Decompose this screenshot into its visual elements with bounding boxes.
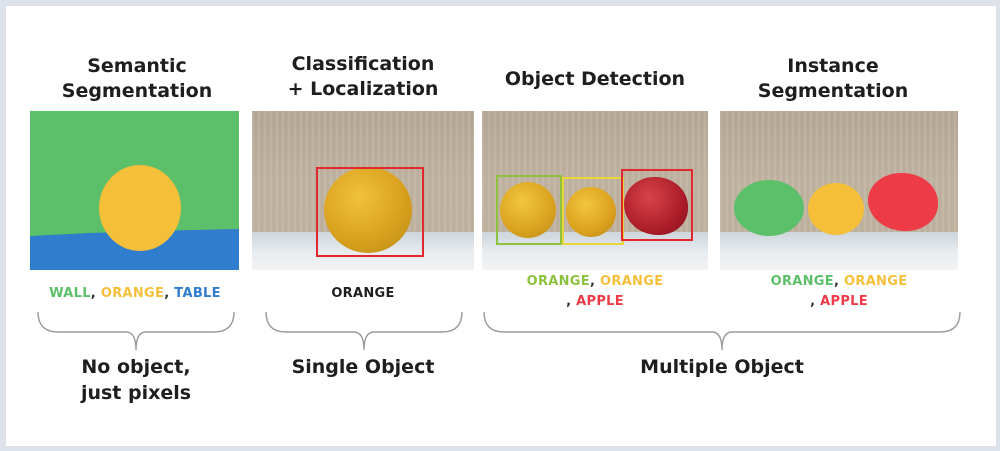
label-line: , APPLE xyxy=(720,292,958,312)
label-separator: , xyxy=(90,286,101,301)
title-classification-localization: Classification + Localization xyxy=(252,52,474,102)
orange-fruit-middle xyxy=(566,187,616,237)
detection-photo xyxy=(482,111,708,270)
title-instance-segmentation: Instance Segmentation xyxy=(720,54,946,104)
caption-line: No object, xyxy=(81,356,191,378)
label-separator: , xyxy=(589,274,601,289)
orange-fruit-left xyxy=(500,182,556,238)
orange-mask-left xyxy=(734,180,804,236)
orange-mask-middle xyxy=(808,183,864,235)
label-separator: , xyxy=(810,294,821,309)
title-object-detection: Object Detection xyxy=(482,67,708,92)
label-orange: ORANGE xyxy=(526,274,590,289)
caption-line: just pixels xyxy=(80,382,192,404)
label-separator: , xyxy=(833,274,845,289)
table-surface xyxy=(720,232,958,270)
label-orange: ORANGE xyxy=(600,274,664,289)
detection-box-orange-middle xyxy=(562,177,624,245)
label-orange: ORANGE xyxy=(100,286,165,301)
instance-photo xyxy=(720,111,958,270)
detection-labels: ORANGE, ORANGE , APPLE xyxy=(482,272,708,312)
detection-box-apple xyxy=(621,169,693,241)
title-line: Segmentation xyxy=(61,80,213,102)
caption-no-object: No object, just pixels xyxy=(36,354,236,406)
label-line: ORANGE, ORANGE xyxy=(482,272,708,292)
caption-single-object: Single Object xyxy=(291,356,435,378)
title-line: Classification xyxy=(291,53,435,75)
title-line: Instance xyxy=(787,55,879,77)
title-line: Semantic xyxy=(87,55,187,77)
title-line: + Localization xyxy=(287,78,439,100)
localization-box xyxy=(316,167,424,257)
label-wall: WALL xyxy=(49,286,91,301)
orange-fruit xyxy=(324,167,412,253)
label-separator: , xyxy=(164,286,175,301)
orange-mask xyxy=(99,165,181,251)
table-surface xyxy=(482,232,708,270)
title-line: Object Detection xyxy=(504,68,686,90)
label-orange: ORANGE xyxy=(331,286,395,301)
label-orange: ORANGE xyxy=(770,274,834,289)
brace-multiple-object xyxy=(482,310,962,352)
instance-labels: ORANGE, ORANGE , APPLE xyxy=(720,272,958,312)
title-line: Segmentation xyxy=(757,80,909,102)
label-apple: APPLE xyxy=(820,294,868,309)
apple-fruit xyxy=(624,177,688,235)
label-separator: , xyxy=(566,294,577,309)
brace-no-object xyxy=(36,310,236,352)
semantic-labels: WALL, ORANGE, TABLE xyxy=(28,284,242,304)
label-line: , APPLE xyxy=(482,292,708,312)
diagram-canvas: Semantic Segmentation Classification + L… xyxy=(6,6,996,446)
label-line: ORANGE, ORANGE xyxy=(720,272,958,292)
label-orange: ORANGE xyxy=(844,274,908,289)
brace-single-object xyxy=(264,310,464,352)
title-semantic-segmentation: Semantic Segmentation xyxy=(28,54,246,104)
classification-photo xyxy=(252,111,474,270)
semantic-segmentation-panel xyxy=(30,111,239,270)
detection-box-orange-left xyxy=(496,175,562,245)
caption-multiple-object: Multiple Object xyxy=(640,356,804,378)
label-table: TABLE xyxy=(174,286,221,301)
apple-mask xyxy=(868,173,938,231)
classification-label: ORANGE xyxy=(252,284,474,304)
label-apple: APPLE xyxy=(576,294,624,309)
